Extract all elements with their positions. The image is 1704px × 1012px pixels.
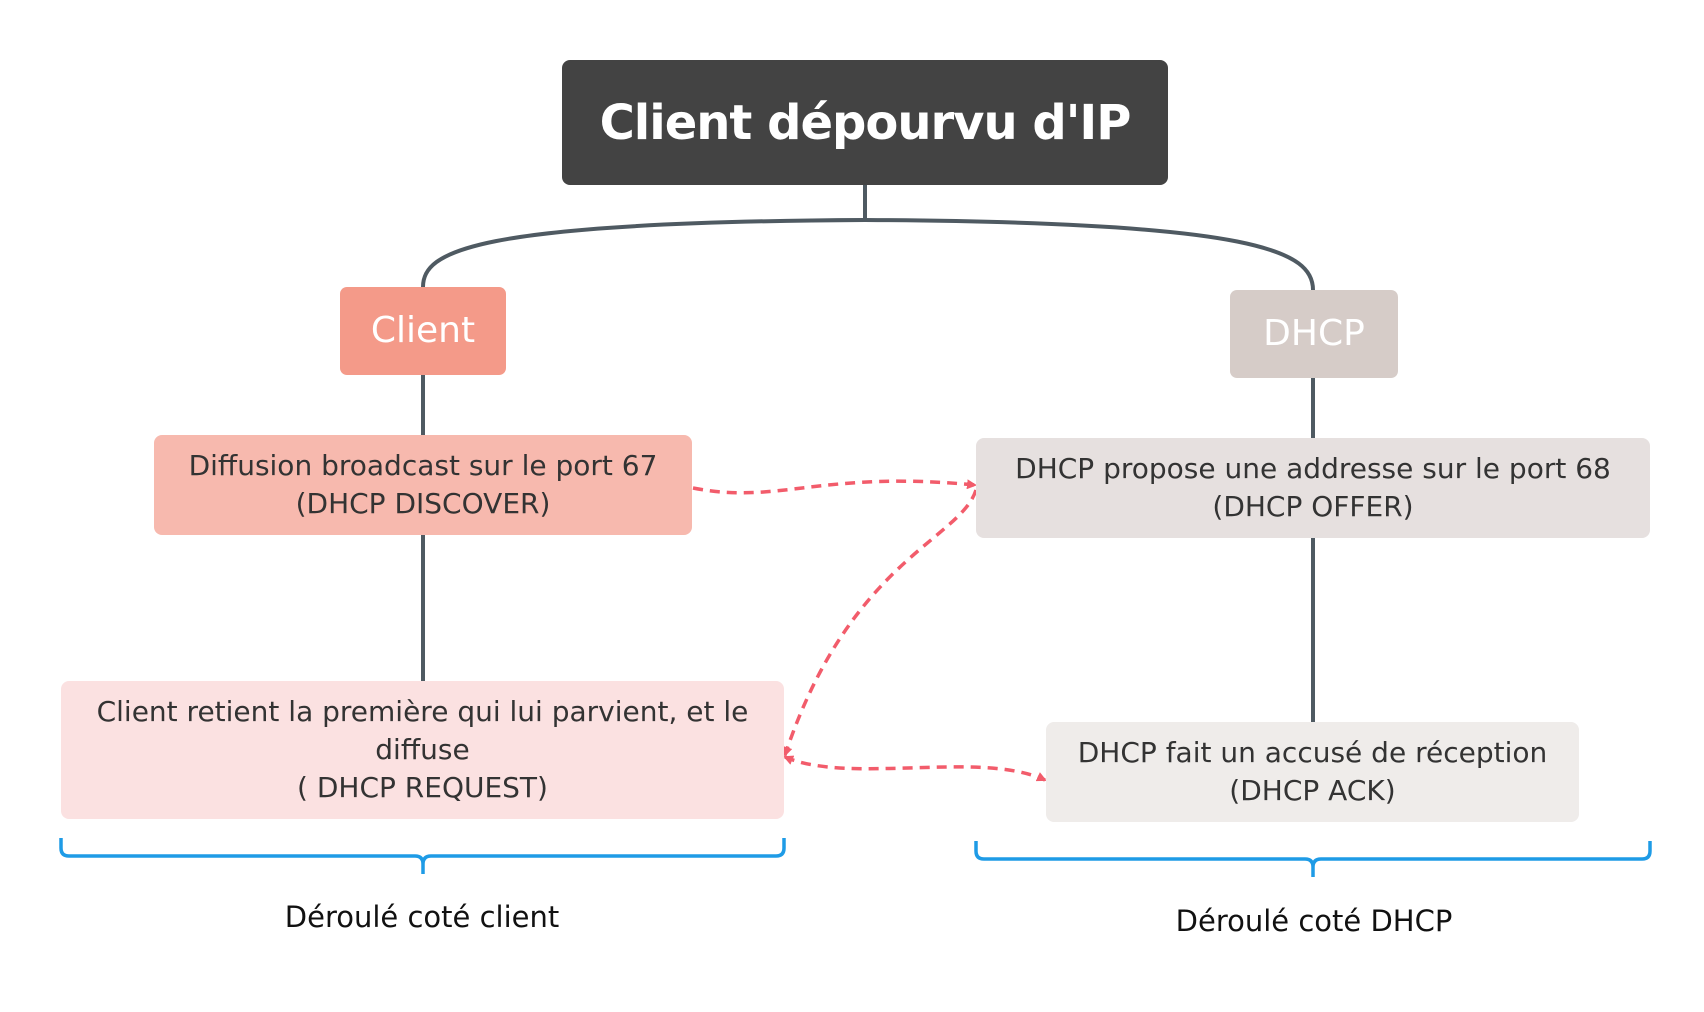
- dhcp-request-step[interactable]: Client retient la première qui lui parvi…: [61, 681, 784, 819]
- dhcp-offer-step[interactable]: DHCP propose une addresse sur le port 68…: [976, 438, 1650, 538]
- dhcp-group-bracket: [974, 841, 1652, 877]
- client-branch-label: Client: [370, 310, 476, 351]
- dhcp-discover-step[interactable]: Diffusion broadcast sur le port 67 (DHCP…: [154, 435, 692, 535]
- offer-to-request-arrow: [782, 489, 978, 757]
- dhcp-ack-step[interactable]: DHCP fait un accusé de réception (DHCP A…: [1046, 722, 1579, 822]
- dhcp-offer-label: DHCP propose une addresse sur le port 68…: [1015, 452, 1611, 523]
- dhcp-ack-label: DHCP fait un accusé de réception (DHCP A…: [1077, 736, 1548, 807]
- dhcp-group-caption: Déroulé coté DHCP: [1175, 904, 1453, 938]
- dhcp-branch-box[interactable]: DHCP: [1230, 290, 1398, 378]
- root-topic-box[interactable]: Client dépourvu d'IP: [562, 60, 1168, 185]
- dhcp-branch-label: DHCP: [1263, 313, 1365, 354]
- root-to-branches-curve: [421, 217, 1315, 291]
- discover-to-offer-arrow: [692, 479, 977, 495]
- client-group-caption: Déroulé coté client: [284, 900, 560, 934]
- root-topic-label: Client dépourvu d'IP: [599, 94, 1132, 151]
- dhcp-discover-label: Diffusion broadcast sur le port 67 (DHCP…: [188, 449, 658, 520]
- dhcp-request-label: Client retient la première qui lui parvi…: [96, 695, 749, 804]
- client-group-bracket: [59, 838, 786, 874]
- client-branch-box[interactable]: Client: [340, 287, 506, 375]
- request-to-ack-arrow: [783, 755, 1047, 782]
